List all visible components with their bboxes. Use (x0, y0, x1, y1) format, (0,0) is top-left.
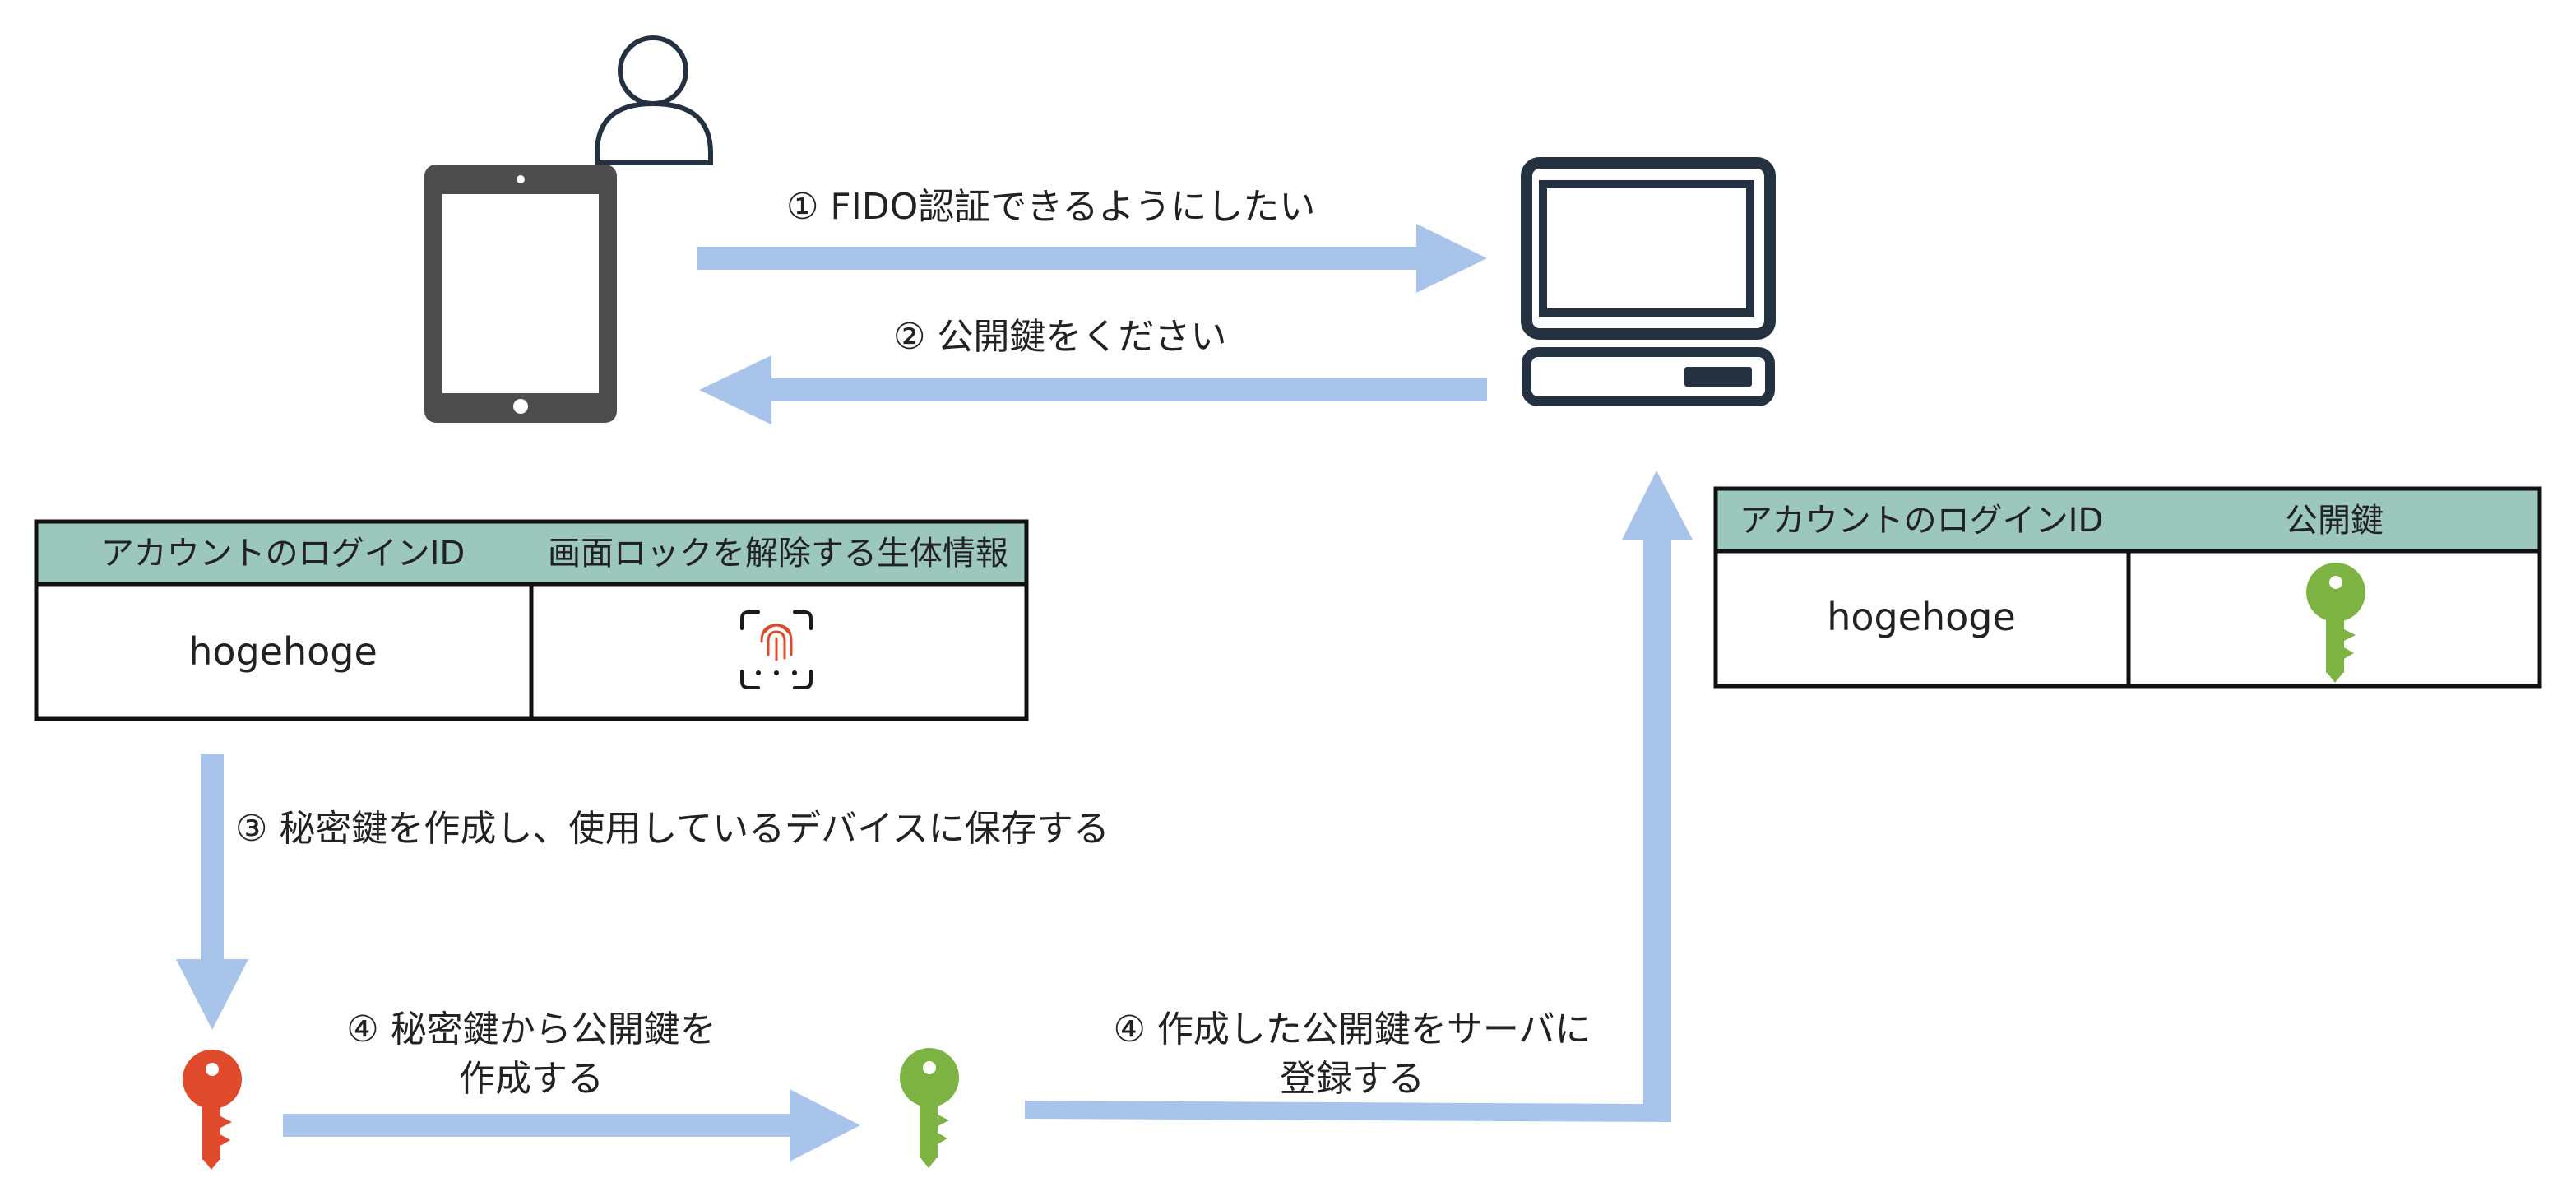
step2-label: ② 公開鍵をください (893, 316, 1226, 358)
server-table-cell-login-id: hogehoge (1827, 595, 2016, 639)
step4b-label-line1: ④ 作成した公開鍵をサーバに (1114, 1009, 1591, 1050)
public-key-icon (2306, 563, 2365, 683)
arrow-step1-right (697, 224, 1487, 293)
user-icon (595, 35, 713, 165)
step4b-label-line2: 登録する (1280, 1058, 1425, 1100)
step3-label: ③ 秘密鍵を作成し、使用しているデバイスに保存する (235, 808, 1110, 850)
server-table: アカウントのログインID 公開鍵 hogehoge (1713, 486, 2542, 689)
arrow-step3-down (176, 754, 248, 1030)
tablet-icon (424, 165, 617, 423)
step4a-label-line1: ④ 秘密鍵から公開鍵を (346, 1009, 716, 1050)
server-table-header-public-key: 公開鍵 (2285, 502, 2384, 540)
device-table: アカウントのログインID 画面ロックを解除する生体情報 hogehoge (34, 519, 1029, 721)
fingerprint-icon (740, 610, 813, 689)
step4a-label-line2: 作成する (459, 1058, 604, 1100)
computer-icon (1521, 157, 1776, 406)
device-table-cell-login-id: hogehoge (188, 629, 378, 674)
server-table-header-login-id: アカウントのログインID (1740, 502, 2104, 540)
arrow-step2-left (699, 355, 1487, 424)
arrow-step4-right (283, 1089, 860, 1162)
public-key-icon (900, 1048, 959, 1168)
step1-label: ① FIDO認証できるようにしたい (786, 186, 1315, 228)
arrow-step4-to-server (1025, 471, 1693, 1122)
private-key-icon (183, 1050, 242, 1170)
device-table-header-login-id: アカウントのログインID (101, 535, 466, 573)
device-table-header-biometrics: 画面ロックを解除する生体情報 (548, 535, 1008, 573)
